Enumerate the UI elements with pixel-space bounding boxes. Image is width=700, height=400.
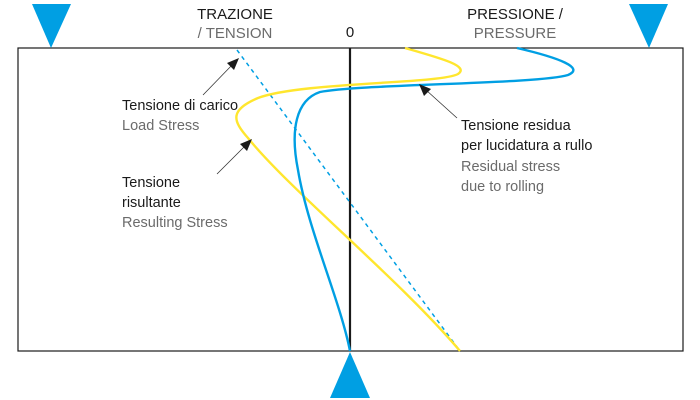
arrowhead-icon — [419, 84, 431, 96]
pressure-label-it: PRESSIONE / — [467, 6, 563, 23]
residual-stress-label-en-2: due to rolling — [461, 179, 545, 195]
pressure-label-en: PRESSURE — [473, 25, 557, 42]
load-stress-label-it: Tensione di carico — [122, 98, 239, 114]
triangle-down-icon — [32, 4, 71, 48]
zero-label: 0 — [345, 24, 355, 41]
resulting-stress-label-en: Resulting Stress — [122, 215, 228, 231]
triangle-up-icon — [330, 352, 370, 398]
arrowhead-icon — [227, 58, 239, 70]
load-stress-arrow — [202, 62, 235, 96]
triangle-down-icon — [629, 4, 668, 48]
residual-stress-curve — [293, 46, 575, 352]
residual-stress-label-it-1: Tensione residua — [461, 118, 571, 134]
residual-stress-label-it-2: per lucidatura a rullo — [461, 138, 593, 154]
resulting-stress-curve — [235, 46, 462, 352]
resulting-stress-label-it-1: Tensione — [122, 175, 181, 191]
resulting-stress-label-it-2: risultante — [122, 195, 181, 211]
residual-stress-label-en-1: Residual stress — [461, 159, 561, 175]
load-stress-line — [236, 49, 461, 352]
residual-stress-arrow — [425, 89, 458, 119]
arrowhead-icon — [240, 139, 252, 151]
tension-label-it: TRAZIONE — [197, 6, 273, 23]
resulting-stress-arrow — [216, 144, 247, 175]
load-stress-label-en: Load Stress — [122, 118, 200, 134]
tension-label-en: / TENSION — [197, 25, 273, 42]
